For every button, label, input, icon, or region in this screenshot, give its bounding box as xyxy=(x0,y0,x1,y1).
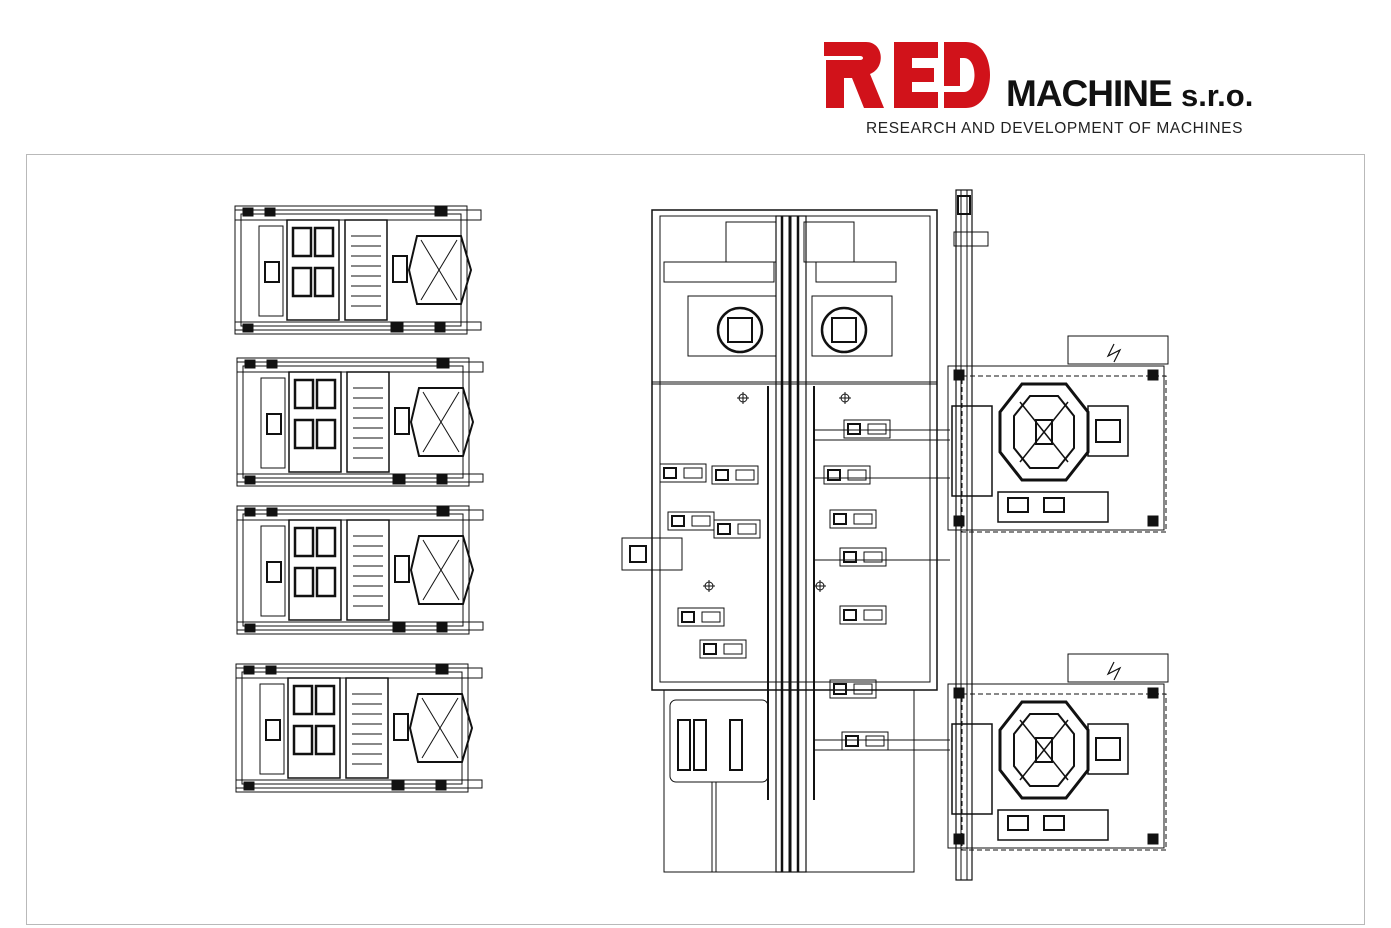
red-logo-icon xyxy=(824,42,990,108)
header: MACHINE s.r.o. RESEARCH AND DEVELOPMENT … xyxy=(0,0,1391,150)
cell-station-3 xyxy=(235,504,485,636)
main-transfer-line xyxy=(621,209,950,873)
rotary-unit-1 xyxy=(946,334,1170,534)
brand-name: MACHINE s.r.o. xyxy=(1006,74,1253,116)
cell-station-4 xyxy=(234,662,484,794)
rotary-unit-2 xyxy=(946,652,1170,852)
vertical-transfer-rail xyxy=(953,189,989,881)
cell-station-2 xyxy=(235,356,485,488)
cell-station-1 xyxy=(233,204,483,336)
cross-mark-icon xyxy=(703,392,851,592)
brand-suffix: s.r.o. xyxy=(1180,78,1254,113)
drawing-frame xyxy=(26,154,1365,925)
tagline: RESEARCH AND DEVELOPMENT OF MACHINES xyxy=(866,120,1244,137)
brand-name-text: MACHINE xyxy=(1006,73,1173,114)
